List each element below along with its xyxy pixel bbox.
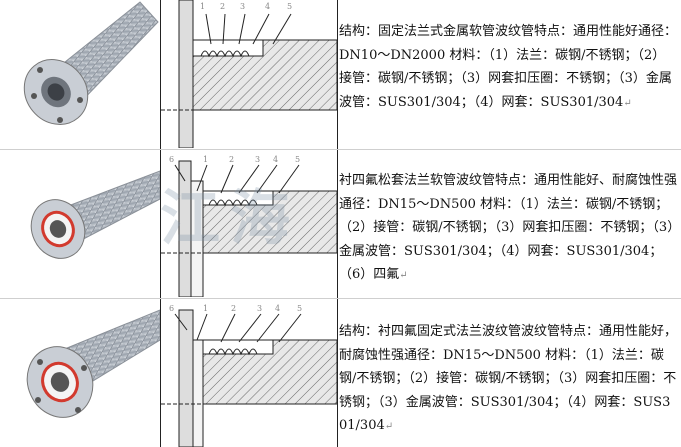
description-text: 结构：衬四氟固定式法兰波纹管波纹管特点：通用性能好，耐腐蚀性强通径：DN15～D… xyxy=(339,324,678,433)
callout-label: 6 xyxy=(169,304,175,313)
callout-label: 3 xyxy=(255,155,261,164)
section-drawing-ptfe-loose-flange: 6 1 2 3 4 5 xyxy=(161,151,337,297)
callout-label: 2 xyxy=(229,155,235,164)
callout-label: 5 xyxy=(295,155,301,164)
callout-label: 2 xyxy=(220,2,226,11)
callout-label: 4 xyxy=(275,304,281,313)
section-drawing-fixed-flange: 1 2 3 4 5 xyxy=(161,0,337,148)
description-ptfe-loose-flange: 衬四氟松套法兰软管波纹管特点：通用性能好、耐腐蚀性强通径：DN15～DN500 … xyxy=(339,151,679,297)
product-photo-fixed-flange xyxy=(0,0,160,148)
section-drawing-ptfe-fixed-flange: 6 1 2 3 4 5 xyxy=(161,300,337,447)
description-fixed-flange: 结构：固定法兰式金属软管波纹管特点：通用性能好通径：DN10～DN2000 材料… xyxy=(339,0,679,148)
callout-label: 5 xyxy=(287,2,293,11)
callout-label: 3 xyxy=(240,2,246,11)
row-divider xyxy=(0,149,681,150)
column-divider xyxy=(160,0,161,447)
row-divider xyxy=(0,298,681,299)
callout-label: 1 xyxy=(200,2,206,11)
callout-label: 4 xyxy=(265,2,271,11)
callout-label: 2 xyxy=(231,304,237,313)
callout-label: 1 xyxy=(203,304,209,313)
description-text: 衬四氟松套法兰软管波纹管特点：通用性能好、耐腐蚀性强通径：DN15～DN500 … xyxy=(339,173,678,282)
callout-label: 5 xyxy=(297,304,303,313)
callout-label: 3 xyxy=(257,304,263,313)
product-photo-ptfe-fixed-flange xyxy=(0,300,160,447)
callout-label: 1 xyxy=(203,155,209,164)
description-text: 结构：固定法兰式金属软管波纹管特点：通用性能好通径：DN10～DN2000 材料… xyxy=(339,24,678,110)
callout-label: 4 xyxy=(273,155,279,164)
paragraph-mark: ↵ xyxy=(623,97,632,109)
description-ptfe-fixed-flange: 结构：衬四氟固定式法兰波纹管波纹管特点：通用性能好，耐腐蚀性强通径：DN15～D… xyxy=(339,300,679,447)
column-divider xyxy=(337,0,338,447)
paragraph-mark: ↵ xyxy=(399,270,408,281)
paragraph-mark: ↵ xyxy=(384,421,394,432)
callout-label: 6 xyxy=(169,155,175,164)
product-photo-ptfe-loose-flange xyxy=(0,151,160,297)
